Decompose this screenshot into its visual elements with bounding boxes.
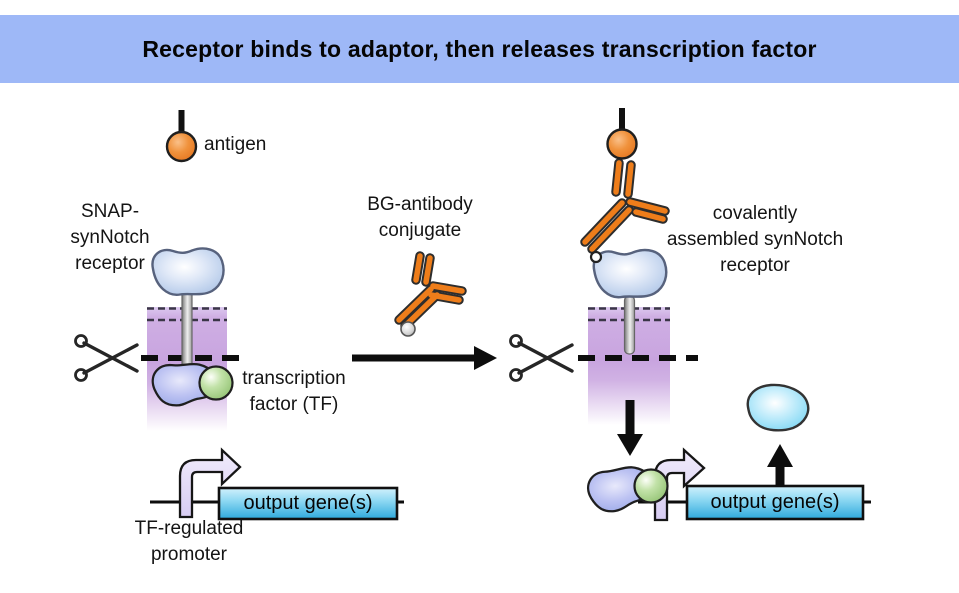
released-tf-green-domain (633, 468, 669, 504)
right-scissors-icon (509, 334, 574, 382)
right-output-gene-label: output gene(s) (710, 491, 840, 513)
output-protein-blob (746, 383, 810, 432)
left-promoter-arrow-icon (178, 447, 242, 519)
right-receptor-head (592, 248, 668, 299)
bg-antibody-conjugate-label: BG-antibody conjugate (367, 194, 473, 241)
tf-regulated-promoter-label: TF-regulated promoter (134, 518, 244, 565)
left-gene-box (217, 486, 399, 521)
left-output-gene-label: output gene(s) (243, 492, 373, 514)
left-gene-diagram (150, 447, 404, 521)
covalently-assembled-label: covalently assembled synNotch receptor (666, 203, 844, 276)
left-scissors-icon (74, 334, 139, 382)
page-title: Receptor binds to adaptor, then releases… (142, 35, 817, 62)
antigen-label: antigen (204, 134, 267, 155)
right-receptor-stalk (623, 295, 636, 355)
arrow-down-icon (617, 400, 643, 456)
left-tf-complex (151, 362, 234, 407)
left-receptor-head (151, 247, 225, 296)
tf-green-domain (198, 365, 234, 401)
link-ring-icon (589, 250, 603, 264)
left-receptor-stalk (181, 292, 193, 372)
right-antigen-icon (606, 108, 638, 160)
transcription-factor-label: transcription factor (TF) (242, 368, 346, 415)
right-gene-diagram (586, 383, 871, 522)
bg-antibody-icon (394, 251, 467, 337)
arrow-up-icon (767, 444, 793, 487)
snap-synnotch-receptor-label: SNAP- synNotch receptor (70, 201, 150, 274)
right-promoter-arrow-icon (653, 447, 706, 522)
bg-group-icon (400, 321, 416, 337)
left-antigen-icon (165, 110, 198, 163)
right-gene-box (685, 484, 865, 521)
title-bar: Receptor binds to adaptor, then releases… (0, 15, 959, 83)
arrow-right-icon (352, 346, 497, 370)
bound-antibody-icon (580, 158, 670, 264)
